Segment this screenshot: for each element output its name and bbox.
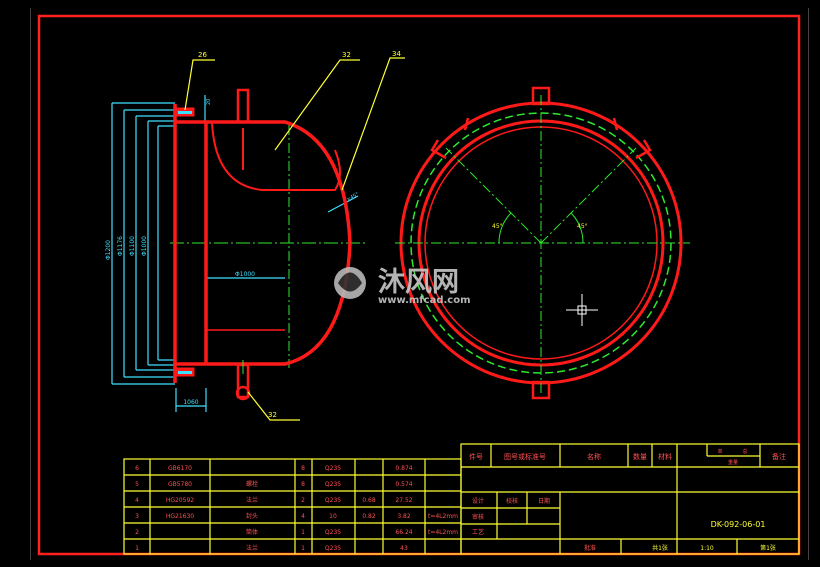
tb-extra-2: 日期 xyxy=(538,497,550,505)
dim-small-a: 20 xyxy=(206,99,212,105)
bom-cell-name: 法兰 xyxy=(246,496,258,504)
bom-cell-no: 6 xyxy=(135,465,139,472)
bom-cell-mat: Q235 xyxy=(325,465,341,472)
bom-cell-code: GB5780 xyxy=(168,481,192,488)
bom-cell-total: 0.874 xyxy=(395,465,412,472)
bom-cell-name: 螺栓 xyxy=(246,480,258,488)
tb-header-code: 图号或标准号 xyxy=(504,452,546,461)
bom-cell-qty: 2 xyxy=(301,497,305,504)
bom-cell-no: 4 xyxy=(135,497,139,504)
bom-cell-mat: Q235 xyxy=(325,529,341,536)
bom-cell-note: t=4L2mm xyxy=(428,513,458,520)
tb-header-no: 件号 xyxy=(469,452,483,461)
bom-cell-no: 2 xyxy=(135,529,139,536)
leader-label-top-left: 26 xyxy=(198,51,207,59)
tb-drawing-no: DK-092-06-01 xyxy=(711,520,766,529)
angle-left: 45° xyxy=(492,223,503,230)
bom-row: 5 GB5780 螺栓 8 Q235 0.574 xyxy=(135,480,413,488)
side-view: Φ1200 Φ1176 Φ1100 Φ1000 1060 Φ1000 20 2×… xyxy=(105,50,405,421)
tb-weight-label: 重量 xyxy=(728,459,738,466)
tb-extra-3: 批准 xyxy=(584,544,596,552)
tb-header-note: 备注 xyxy=(772,452,786,461)
bom-row: 1 法兰 1 Q235 43 xyxy=(135,544,408,552)
title-block: 件号 图号或标准号 名称 数量 材料 单 总 重量 备注 设计 审核 工艺 校核… xyxy=(460,443,800,555)
tb-side-3: 工艺 xyxy=(472,528,484,536)
bom-cell-unit: 0.82 xyxy=(362,513,376,520)
bom-cell-no: 3 xyxy=(135,513,139,520)
tb-sheet-2: 第1张 xyxy=(760,544,776,552)
dim-left-4: Φ1000 xyxy=(141,236,148,256)
tb-sheet: 共1张 xyxy=(652,544,668,552)
dim-left-1: Φ1200 xyxy=(105,240,112,260)
bom-cell-code: GB6170 xyxy=(168,465,192,472)
leader-label-top-right: 34 xyxy=(392,50,401,58)
leader-label-top-mid: 32 xyxy=(342,51,351,59)
bom-cell-total: 3.82 xyxy=(397,513,411,520)
bom-cell-qty: 8 xyxy=(301,465,305,472)
sheet-edge-right xyxy=(808,8,809,560)
bom-cell-mat: 10 xyxy=(329,513,337,520)
tb-header-name: 名称 xyxy=(587,452,601,461)
dim-left-2: Φ1176 xyxy=(117,236,124,256)
bom-cell-qty: 8 xyxy=(301,481,305,488)
bom-cell-qty: 4 xyxy=(301,513,305,520)
bom-row: 4 HG20592 法兰 2 Q235 0.68 27.52 xyxy=(135,496,413,504)
bom-cell-unit: 0.68 xyxy=(362,497,376,504)
watermark-cn: 沐风网 xyxy=(378,267,459,298)
tb-side-1: 设计 xyxy=(472,497,484,505)
bom-row: 6 GB6170 8 Q235 0.874 xyxy=(135,465,413,472)
bom-cell-code: HG20592 xyxy=(166,497,194,504)
bom-cell-name: 法兰 xyxy=(246,544,258,552)
bom-cell-mat: Q235 xyxy=(325,545,341,552)
tb-header-qty: 数量 xyxy=(633,452,647,461)
bom-cell-no: 1 xyxy=(135,545,139,552)
watermark-url: www.mfcad.com xyxy=(378,295,471,306)
tb-scale: 1:10 xyxy=(700,545,714,552)
front-view: 45° 45° xyxy=(395,86,690,400)
bom-cell-mat: Q235 xyxy=(325,497,341,504)
bom-cell-name: 封头 xyxy=(246,512,258,520)
bom-cell-code: HG21630 xyxy=(166,513,194,520)
bom-cell-qty: 1 xyxy=(301,529,305,536)
tb-header-total: 总 xyxy=(742,448,747,455)
bom-cell-total: 43 xyxy=(400,545,408,552)
dim-left-3: Φ1100 xyxy=(129,236,136,256)
bom-cell-qty: 1 xyxy=(301,545,305,552)
bom-cell-no: 5 xyxy=(135,481,139,488)
tb-extra-1: 校核 xyxy=(506,497,518,505)
watermark: 沐风网 www.mfcad.com xyxy=(334,267,471,306)
sheet-edge-left xyxy=(30,8,31,560)
dim-bottom: 1060 xyxy=(183,399,198,406)
angle-right: 45° xyxy=(577,223,588,230)
tb-header-mat: 材料 xyxy=(658,452,672,461)
bom-cell-note: t=4L2mm xyxy=(428,529,458,536)
bom-cell-total: 27.52 xyxy=(395,497,412,504)
leader-label-bottom: 32 xyxy=(268,411,277,419)
bom-cell-name: 筒体 xyxy=(246,528,258,536)
bom-cell-mat: Q235 xyxy=(325,481,341,488)
bom-cell-total: 0.574 xyxy=(395,481,412,488)
bom-row: 3 HG21630 封头 4 10 0.82 3.82 t=4L2mm xyxy=(135,512,458,520)
tb-side-2: 审核 xyxy=(472,513,484,521)
dim-inner-width: Φ1000 xyxy=(235,271,255,278)
tb-header-unit: 单 xyxy=(717,448,722,455)
bom-row: 2 筒体 1 Q235 66.24 t=4L2mm xyxy=(135,528,458,536)
bom-cell-total: 66.24 xyxy=(395,529,412,536)
